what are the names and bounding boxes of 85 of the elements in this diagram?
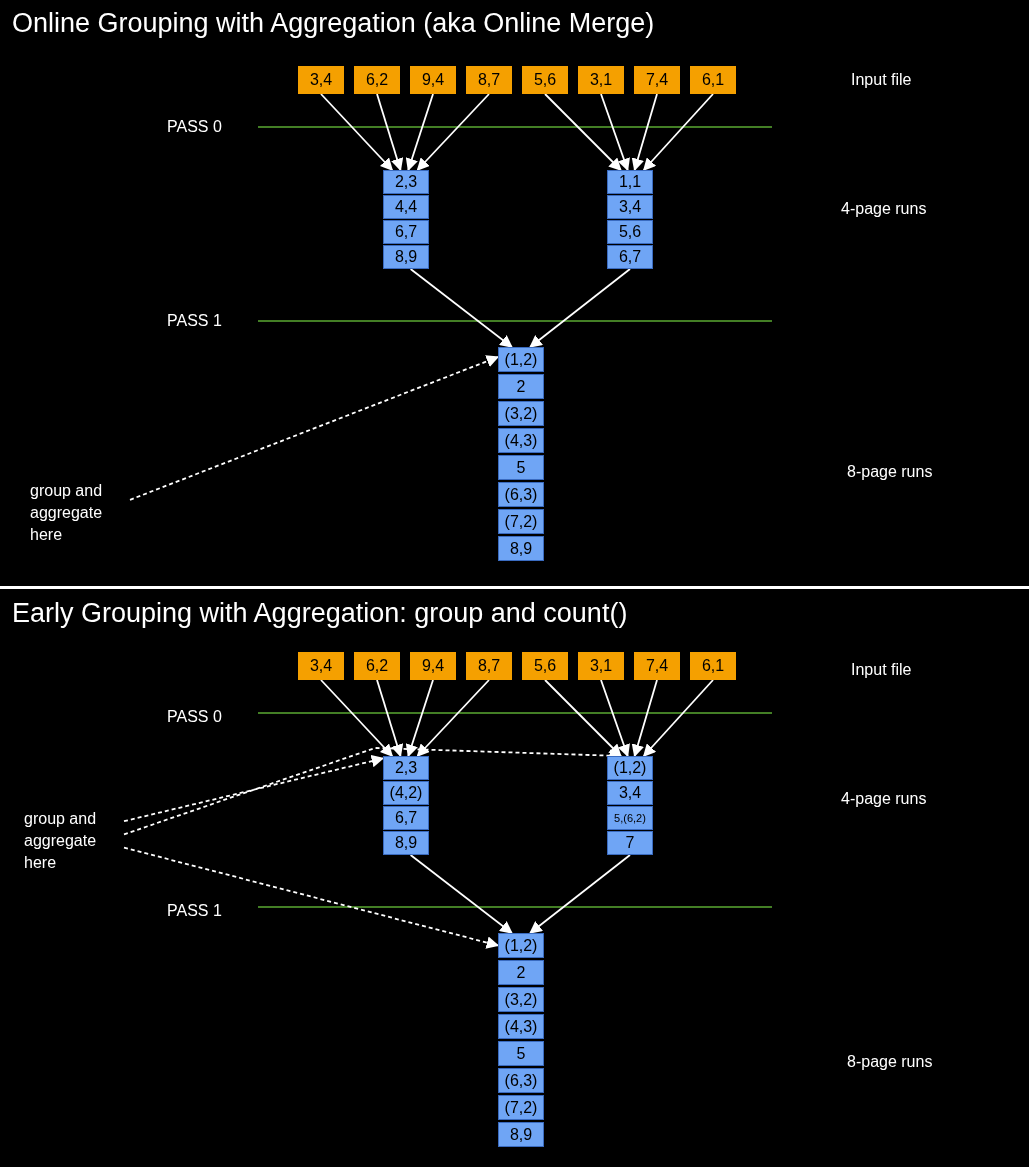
- arrow: [642, 93, 714, 171]
- run-page-box: 5,(6,2): [607, 806, 653, 830]
- run-page-box: 5: [498, 455, 544, 480]
- run-page-box: 8,9: [498, 536, 544, 561]
- input-page-box: 8,7: [466, 66, 512, 94]
- panel-heading: Online Grouping with Aggregation (aka Online Merge): [12, 8, 655, 39]
- input-page-box: 3,4: [298, 652, 344, 680]
- run-page-box: 8,9: [383, 245, 429, 269]
- arrow: [416, 93, 490, 171]
- run-page-box: 3,4: [607, 781, 653, 805]
- arrow: [409, 854, 513, 934]
- pass-label: PASS 0: [167, 118, 222, 136]
- arrow: [544, 679, 622, 757]
- input-page-box: 6,1: [690, 652, 736, 680]
- run-page-box: (4,2): [383, 781, 429, 805]
- input-page-box: 5,6: [522, 652, 568, 680]
- dashed-arrow: [123, 754, 385, 823]
- row-label: 8-page runs: [847, 1053, 933, 1071]
- run-page-box: (7,2): [498, 509, 544, 534]
- arrow: [405, 679, 434, 758]
- pass-label: PASS 1: [167, 902, 222, 920]
- run-page-box: 2,3: [383, 170, 429, 194]
- input-page-box: 7,4: [634, 66, 680, 94]
- input-page-box: 3,4: [298, 66, 344, 94]
- run-page-box: (6,3): [498, 1068, 544, 1093]
- run-page-box: 7: [607, 831, 653, 855]
- input-page-box: 5,6: [522, 66, 568, 94]
- arrow: [600, 93, 630, 172]
- row-label: 4-page runs: [841, 790, 927, 808]
- arrow: [544, 93, 622, 171]
- run-page-box: 1,1: [607, 170, 653, 194]
- arrow: [320, 93, 394, 171]
- arrow: [376, 679, 404, 758]
- pass-label: PASS 0: [167, 708, 222, 726]
- arrow: [405, 93, 434, 172]
- run-page-box: (1,2): [498, 933, 544, 958]
- row-label: 8-page runs: [847, 463, 933, 481]
- run-page-box: (7,2): [498, 1095, 544, 1120]
- run-page-box: 2: [498, 374, 544, 399]
- row-label: Input file: [851, 661, 912, 679]
- arrow: [320, 679, 394, 757]
- run-page-box: 2: [498, 960, 544, 985]
- run-page-box: (3,2): [498, 987, 544, 1012]
- run-page-box: 5: [498, 1041, 544, 1066]
- row-label: Input file: [851, 71, 912, 89]
- arrow: [529, 854, 631, 934]
- run-page-box: (3,2): [498, 401, 544, 426]
- arrow: [600, 679, 630, 758]
- annotation-text: group and aggregate here: [24, 808, 124, 874]
- run-page-box: 8,9: [498, 1122, 544, 1147]
- arrow: [529, 268, 631, 348]
- run-page-box: 4,4: [383, 195, 429, 219]
- panel-heading: Early Grouping with Aggregation: group and count(): [12, 598, 628, 629]
- run-page-box: (1,2): [607, 756, 653, 780]
- dashed-arrow: [129, 355, 500, 501]
- run-page-box: 5,6: [607, 220, 653, 244]
- input-page-box: 8,7: [466, 652, 512, 680]
- row-label: 4-page runs: [841, 200, 927, 218]
- run-page-box: 6,7: [383, 806, 429, 830]
- run-page-box: (4,3): [498, 428, 544, 453]
- run-page-box: 3,4: [607, 195, 653, 219]
- arrow: [631, 679, 658, 758]
- dashed-arrow: [123, 846, 500, 949]
- arrow: [642, 679, 714, 757]
- arrow: [416, 679, 490, 757]
- run-page-box: 6,7: [607, 245, 653, 269]
- run-page-box: 2,3: [383, 756, 429, 780]
- input-page-box: 6,1: [690, 66, 736, 94]
- input-page-box: 6,2: [354, 652, 400, 680]
- run-page-box: 6,7: [383, 220, 429, 244]
- input-page-box: 9,4: [410, 66, 456, 94]
- input-page-box: 7,4: [634, 652, 680, 680]
- run-page-box: (1,2): [498, 347, 544, 372]
- run-page-box: (6,3): [498, 482, 544, 507]
- input-page-box: 6,2: [354, 66, 400, 94]
- annotation-text: group and aggregate here: [30, 480, 130, 546]
- input-page-box: 3,1: [578, 66, 624, 94]
- arrow: [409, 268, 513, 348]
- arrow: [631, 93, 658, 172]
- input-page-box: 3,1: [578, 652, 624, 680]
- pass-label: PASS 1: [167, 312, 222, 330]
- run-page-box: (4,3): [498, 1014, 544, 1039]
- run-page-box: 8,9: [383, 831, 429, 855]
- input-page-box: 9,4: [410, 652, 456, 680]
- arrow: [376, 93, 404, 172]
